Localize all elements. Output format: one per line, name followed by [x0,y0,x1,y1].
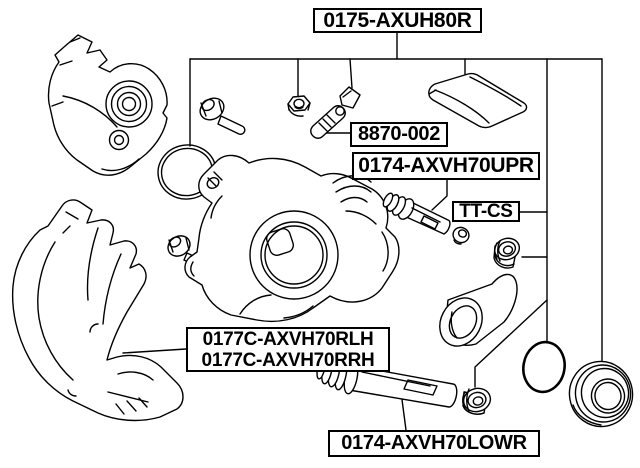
part-label-bracket-lh: 0177C-AXVH70RLH [202,328,374,350]
lower-pin-boot-drawing [462,387,492,415]
pin-bushing-drawing [493,237,521,269]
part-label-bracket: 0177C-AXVH70RLH 0177C-AXVH70RRH [186,327,390,372]
caliper-bracket-drawing [11,199,184,422]
caliper-housing-drawing [184,154,400,323]
callout-lines [122,32,603,431]
part-label-slide-pin-upper: 0174-AXVH70UPR [352,152,540,180]
part-label-bleeder-screw: 8870-002 [350,122,448,147]
slide-pin-upper-drawing [382,192,451,235]
nut-drawing [287,95,311,117]
bleeder-screw-drawing [310,105,346,139]
piston-boot-drawing [568,360,634,428]
part-label-repair-kit: 0175-AXUH80R [313,8,482,33]
pin-boot-ring-drawing [452,226,470,245]
piston-drawing [439,273,518,347]
part-label-slide-pin-lower: 0174-AXVH70LOWR [328,430,540,457]
grease-pouch-drawing [428,72,528,129]
cap-drawing [339,86,361,109]
caliper-assembly-drawing [47,34,168,176]
caliper-bolt-upper-drawing [199,97,246,135]
part-label-bracket-rh: 0177C-AXVH70RRH [201,349,375,371]
piston-seal-oring-drawing [522,340,566,394]
part-label-pin-boot: TT-CS [452,201,520,222]
